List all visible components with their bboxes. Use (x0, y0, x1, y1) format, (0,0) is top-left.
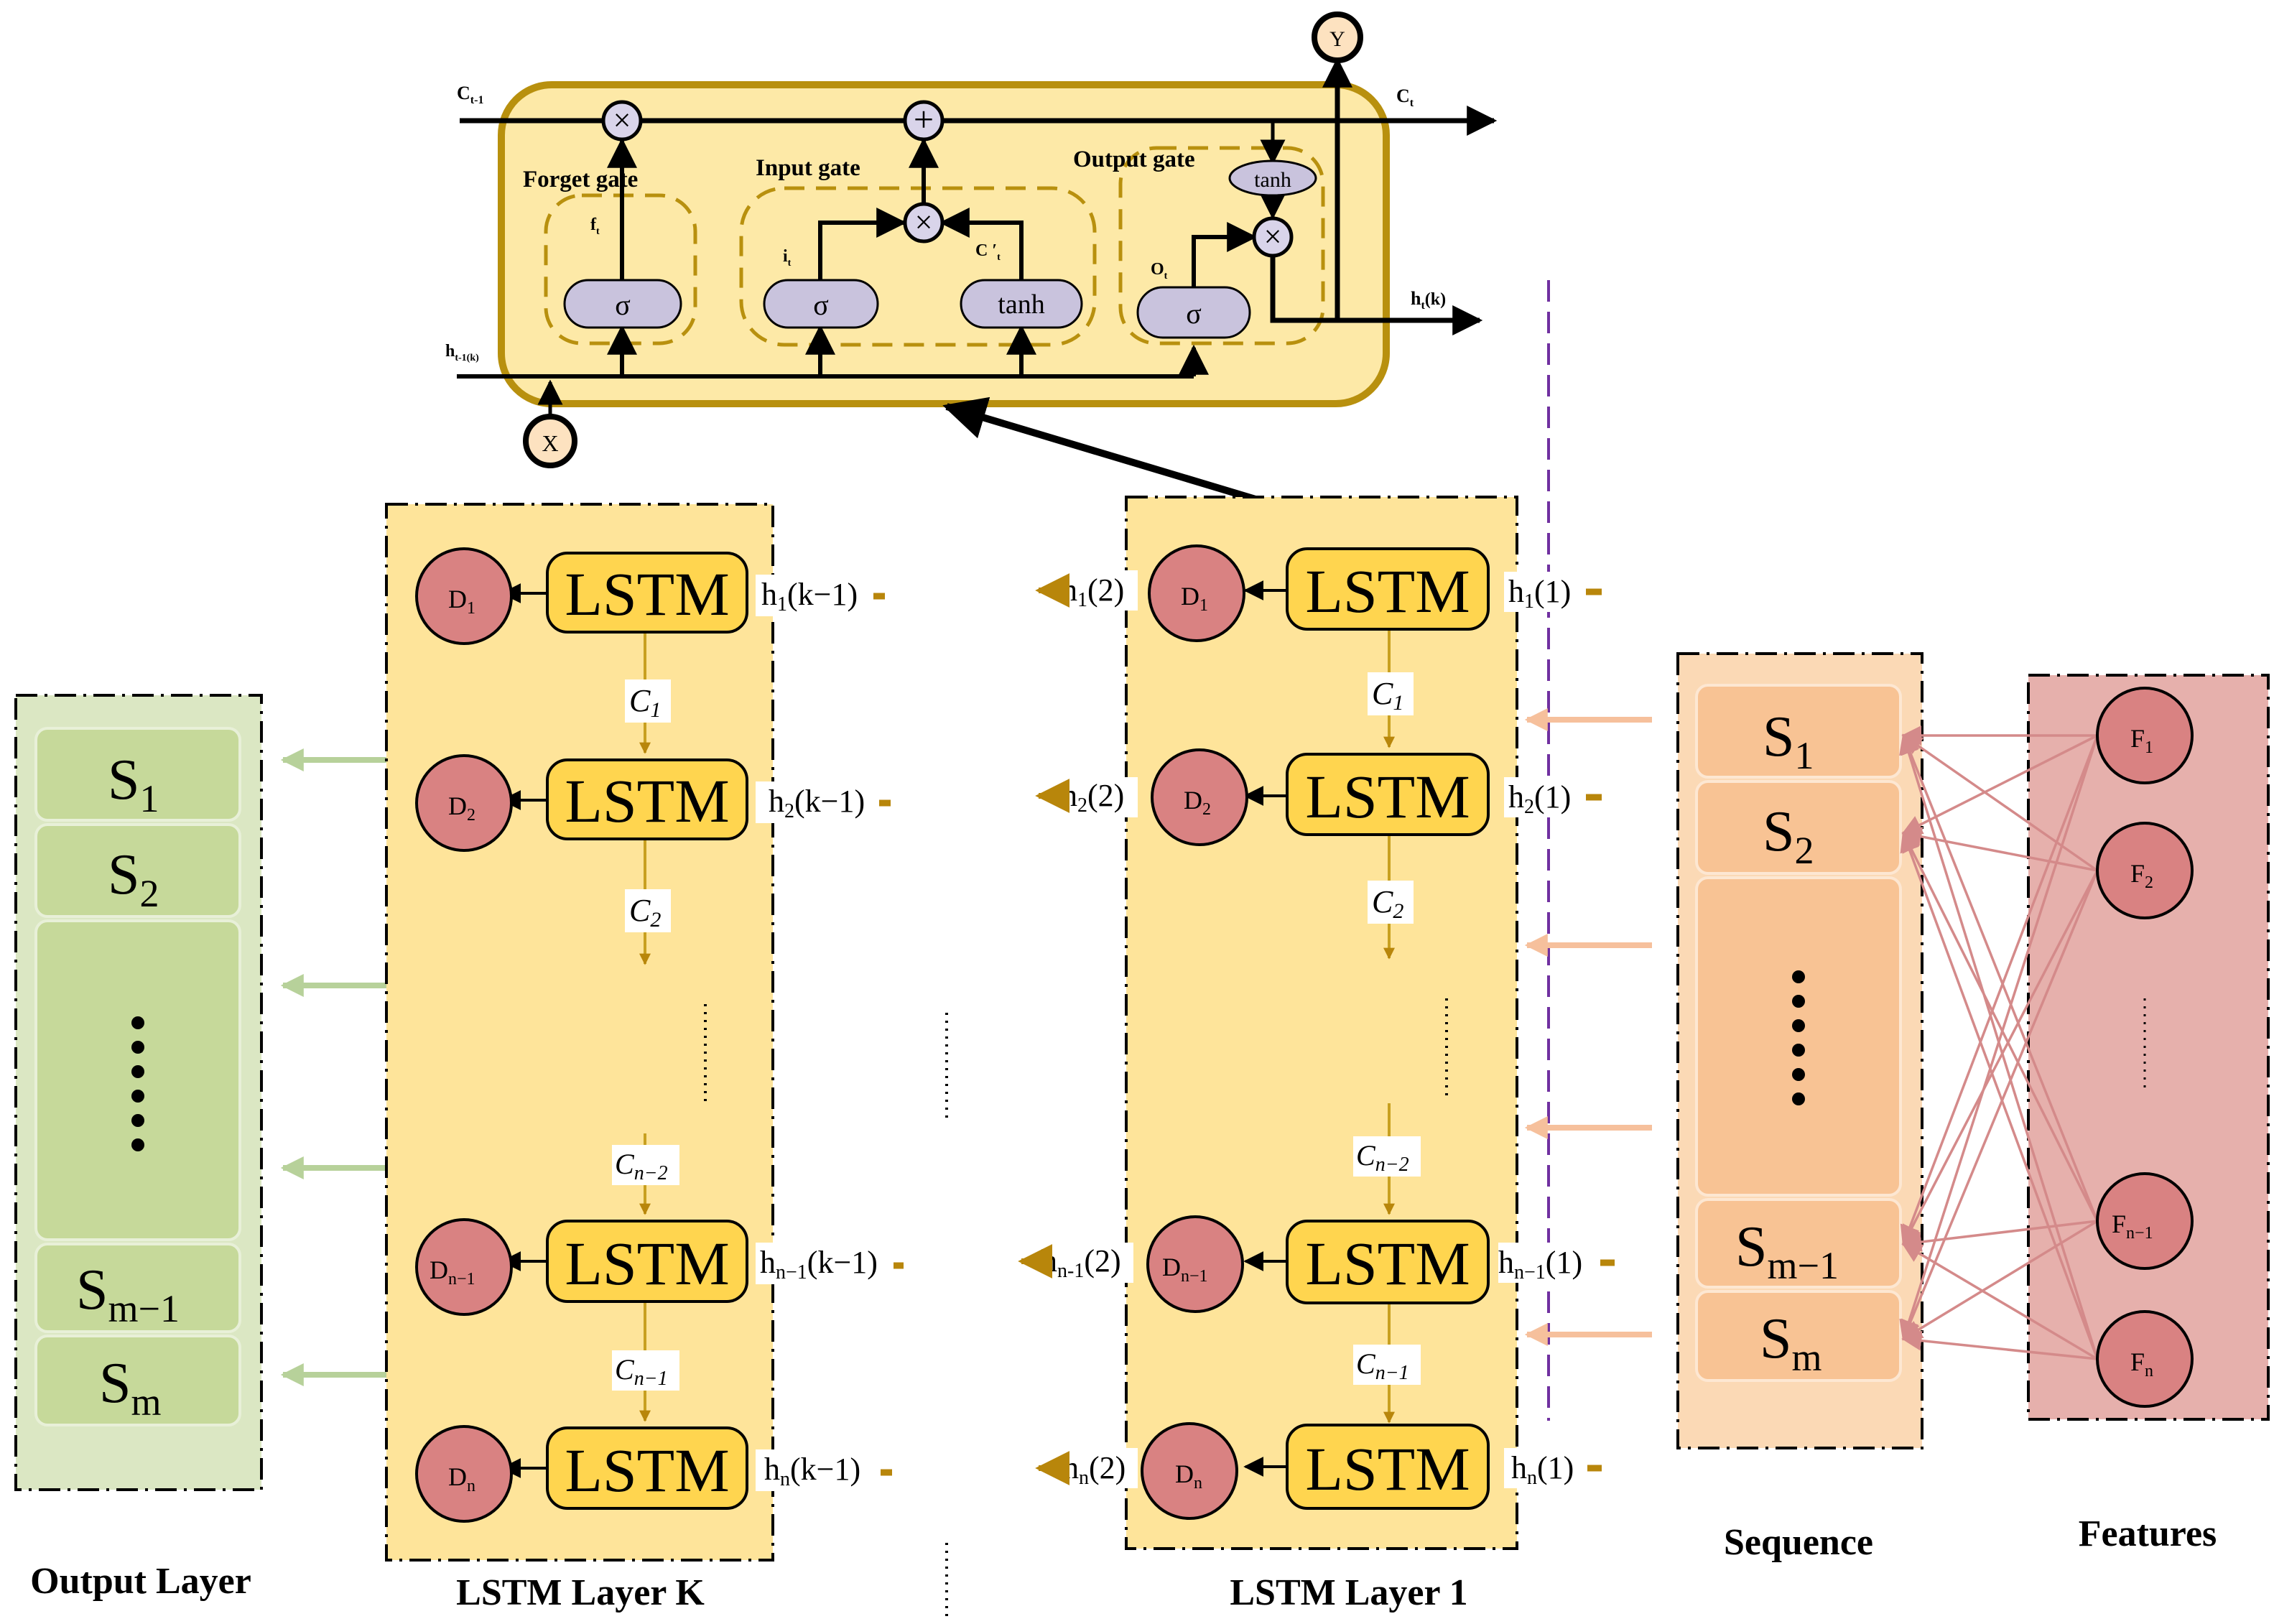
svg-text:×: × (915, 205, 933, 240)
lstm-layer-k: LSTM LSTM LSTM LSTM D1 D2 Dn−1 Dn C1 C2 … (385, 503, 904, 1613)
ct-cand-label: C ′t (975, 241, 1001, 263)
output-gate-box (1118, 146, 1325, 345)
svg-text:LSTM: LSTM (565, 560, 729, 628)
output-sm: Sm (99, 1352, 162, 1424)
feat-f2: F2 (2130, 859, 2153, 892)
input-sigmoid: σ (763, 279, 879, 329)
lstm-cell-detail: × + × × σ σ tanh σ tanh X Y Forget gate … (445, 11, 1498, 468)
svg-text:×: × (1264, 219, 1282, 254)
k-hn1: hn−1(k−1) (760, 1245, 878, 1284)
l1-cn1: Cn−1 (1356, 1347, 1409, 1384)
output-gate-label: Output gate (1073, 147, 1195, 172)
k-d1: D1 (448, 585, 475, 618)
forget-multiply-op: × (601, 100, 643, 141)
seq-sm1: Sm−1 (1735, 1215, 1839, 1287)
sequence-ellipsis (1792, 970, 1805, 1105)
input-gate-box (739, 186, 1097, 347)
ct-prev-label: Ct-1 (457, 83, 483, 106)
input-multiply-op: × (903, 202, 945, 243)
svg-text:σ: σ (615, 289, 631, 321)
seq-s1: S1 (1763, 705, 1814, 777)
features-block: F1 F2 Fn−1 Fn Features (1899, 674, 2270, 1554)
l1-h2: h2(1) (1508, 779, 1571, 818)
ft-label: ft (590, 215, 600, 237)
sequence-title: Sequence (1724, 1522, 1873, 1563)
l1-dn1: Dn−1 (1162, 1253, 1208, 1286)
output-s2: S2 (108, 843, 159, 915)
svg-text:LSTM: LSTM (1305, 557, 1470, 626)
l1-out-h2: h2(2) (1062, 778, 1124, 817)
l1-h1: h1(1) (1508, 574, 1571, 613)
svg-text:+: + (914, 99, 934, 139)
k-dn: Dn (448, 1462, 475, 1495)
input-x-node: X (523, 414, 577, 468)
ht-prev-label: ht-1(k) (445, 342, 479, 363)
input-gate-label: Input gate (756, 155, 860, 181)
svg-text:tanh: tanh (998, 289, 1044, 320)
svg-text:LSTM: LSTM (1305, 762, 1470, 831)
svg-text:LSTM: LSTM (1305, 1229, 1470, 1298)
forget-sigmoid: σ (563, 279, 682, 329)
l1-d1: D1 (1181, 582, 1208, 615)
output-layer: S1 S2 Sm−1 Sm Output Layer (14, 694, 263, 1602)
k-cn2: Cn−2 (615, 1148, 668, 1184)
output-layer-title: Output Layer (30, 1561, 251, 1602)
output-y-node: Y (1312, 11, 1363, 63)
feat-fn: Fn (2130, 1347, 2153, 1381)
layer-k-title: LSTM Layer K (456, 1572, 705, 1613)
ht-label: ht(k) (1411, 288, 1446, 312)
output-sm1: Sm−1 (76, 1258, 180, 1330)
l1-hn: hn(1) (1511, 1450, 1574, 1489)
l1-c1: C1 (1372, 676, 1403, 715)
l1-d2: D2 (1184, 786, 1211, 819)
svg-text:X: X (542, 430, 558, 456)
seq-s2: S2 (1763, 800, 1814, 872)
svg-text:LSTM: LSTM (565, 1436, 729, 1505)
lstm-layer-1: LSTM LSTM LSTM LSTM D1 D2 Dn−1 Dn C1 C2 … (1018, 496, 1615, 1613)
seq-sm: Sm (1760, 1307, 1822, 1379)
output-tanh: tanh (1228, 159, 1317, 197)
l1-cn2: Cn−2 (1356, 1139, 1409, 1176)
svg-text:tanh: tanh (1254, 168, 1291, 192)
svg-text:LSTM: LSTM (1305, 1434, 1470, 1503)
k-h1: h1(k−1) (761, 577, 858, 616)
input-tanh: tanh (960, 279, 1083, 329)
feature-connections (1899, 725, 2099, 1360)
l1-dn: Dn (1175, 1460, 1202, 1493)
l1-out-hn: hn(2) (1063, 1450, 1126, 1489)
svg-text:LSTM: LSTM (565, 766, 729, 835)
k-cn1: Cn−1 (615, 1353, 668, 1390)
output-sigmoid: σ (1136, 286, 1251, 339)
layer-1-title: LSTM Layer 1 (1230, 1572, 1467, 1613)
k-c1: C1 (629, 683, 661, 722)
svg-text:LSTM: LSTM (565, 1229, 729, 1298)
svg-text:×: × (613, 103, 631, 138)
l1-hn1: hn−1(1) (1498, 1245, 1582, 1284)
svg-text:σ: σ (1186, 297, 1202, 330)
output-multiply-op: × (1252, 216, 1294, 258)
l1-c2: C2 (1372, 884, 1403, 923)
k-h2: h2(k−1) (769, 784, 865, 822)
forget-gate-label: Forget gate (523, 167, 638, 192)
ot-label: Ot (1151, 260, 1168, 282)
feat-fn1: Fn−1 (2112, 1210, 2153, 1243)
sequence-block: S1 S2 Sm−1 Sm Sequence (1676, 652, 1923, 1563)
k-d2: D2 (448, 792, 475, 825)
ct-label: Ct (1396, 85, 1414, 109)
l1-out-hn1: hn-1(2) (1041, 1243, 1121, 1282)
k-dn1: Dn−1 (430, 1256, 475, 1289)
sequence-arrows (1524, 708, 1652, 1346)
feat-f1: F1 (2130, 724, 2153, 757)
output-ellipsis (131, 1016, 144, 1151)
svg-text:σ: σ (813, 289, 829, 321)
k-c2: C2 (629, 893, 661, 932)
svg-text:Y: Y (1329, 27, 1345, 51)
k-hn: hn(k−1) (764, 1452, 860, 1490)
l1-out-h1: h1(2) (1062, 572, 1124, 611)
cell-add-op: + (903, 99, 945, 141)
features-title: Features (2079, 1513, 2217, 1554)
it-label: it (783, 247, 792, 269)
output-s1: S1 (108, 748, 159, 820)
